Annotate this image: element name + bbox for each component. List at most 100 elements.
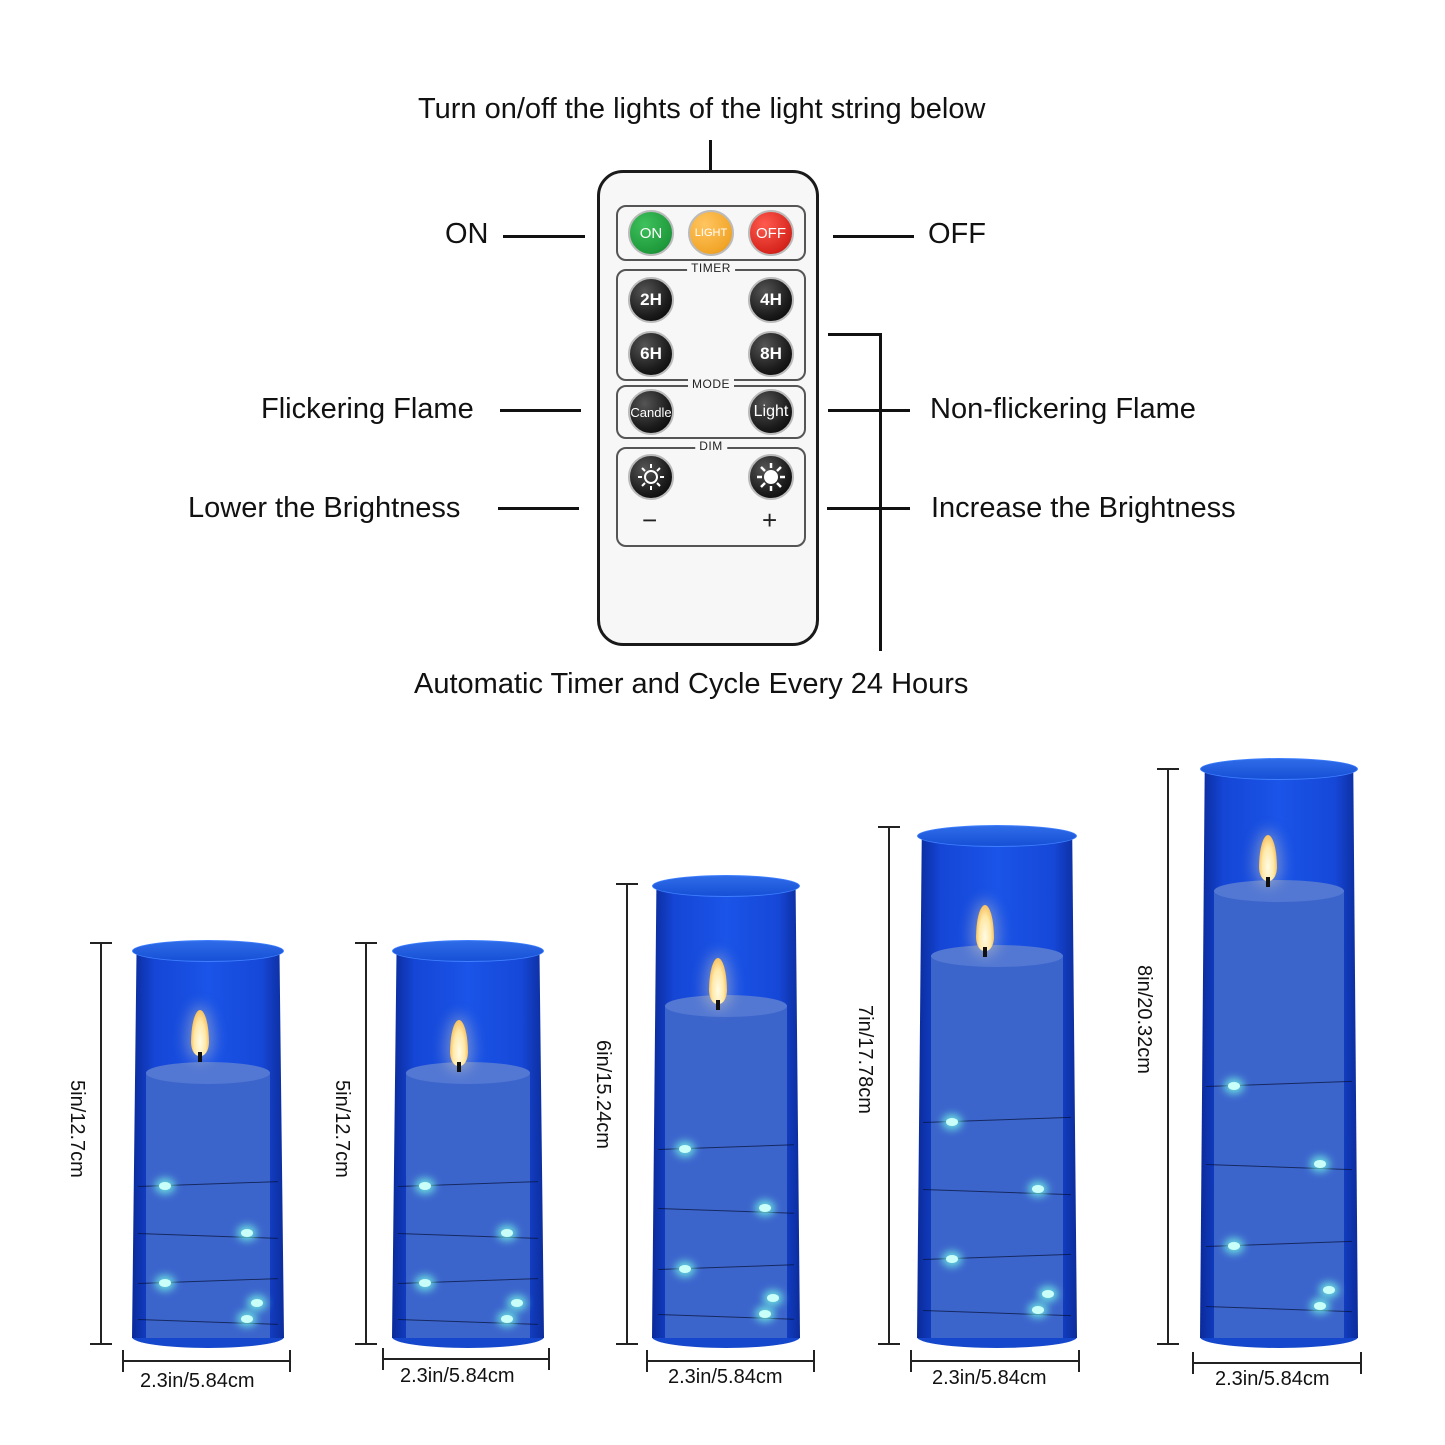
callout-increase-brightness: Increase the Brightness	[931, 492, 1236, 524]
candle-3	[652, 875, 800, 1348]
callout-line-timer-v	[879, 333, 882, 651]
width-label: 2.3in/5.84cm	[932, 1367, 1047, 1389]
mode-label: MODE	[688, 377, 734, 391]
fairy-light-led	[1228, 1242, 1241, 1251]
callout-power-string: Turn on/off the lights of the light stri…	[418, 93, 986, 125]
timer-6h-button[interactable]: 6H	[628, 331, 674, 377]
callout-line-off	[833, 235, 914, 238]
flame-icon	[709, 958, 727, 1004]
flame-icon	[450, 1020, 468, 1066]
timer-4h-button[interactable]: 4H	[748, 277, 794, 323]
timer-2h-button[interactable]: 2H	[628, 277, 674, 323]
width-dimension-line	[122, 1360, 289, 1362]
light-button[interactable]: LIGHT	[688, 210, 734, 256]
candle-wax	[145, 1072, 271, 1338]
timer-8h-button[interactable]: 8H	[748, 331, 794, 377]
candle-rim	[132, 940, 284, 962]
width-label: 2.3in/5.84cm	[140, 1370, 255, 1392]
on-button[interactable]: ON	[628, 210, 674, 256]
height-label: 7in/17.78cm	[854, 1005, 876, 1114]
callout-line-flicker	[500, 409, 581, 412]
fairy-light-led	[501, 1314, 514, 1323]
fairy-light-led	[510, 1298, 523, 1307]
height-label: 6in/15.24cm	[592, 1040, 614, 1149]
sun-dim-icon	[638, 464, 664, 490]
fairy-light-led	[241, 1229, 254, 1238]
dim-down-button[interactable]	[628, 454, 674, 500]
candle-wick	[457, 1062, 461, 1072]
callout-line-on	[503, 235, 585, 238]
fairy-light-led	[1313, 1301, 1326, 1310]
height-dimension-cap	[90, 942, 112, 944]
height-dimension-cap	[355, 942, 377, 944]
width-dimension-line	[646, 1360, 813, 1362]
callout-line-increase	[827, 507, 910, 510]
width-dimension-line	[910, 1360, 1078, 1362]
width-dimension-cap	[382, 1348, 384, 1370]
width-dimension-cap	[646, 1350, 648, 1372]
fairy-light-led	[678, 1265, 691, 1274]
flame-icon	[191, 1010, 209, 1056]
remote-control: ON LIGHT OFF TIMER 2H 4H 6H 8H MODE Cand…	[597, 170, 819, 646]
fairy-light-led	[945, 1117, 958, 1126]
height-label: 8in/20.32cm	[1133, 965, 1155, 1074]
height-dimension-line	[100, 942, 102, 1343]
candle-mode-button[interactable]: Candle	[628, 389, 674, 435]
fairy-light-led	[1323, 1285, 1336, 1294]
fairy-light-led	[1032, 1184, 1045, 1193]
width-dimension-line	[1192, 1362, 1360, 1364]
width-dimension-cap	[289, 1350, 291, 1372]
light-mode-button[interactable]: Light	[748, 389, 794, 435]
candle-wax	[405, 1072, 531, 1338]
height-dimension-cap	[1157, 1343, 1179, 1345]
callout-lower-brightness: Lower the Brightness	[188, 492, 461, 524]
width-dimension-cap	[548, 1348, 550, 1370]
fairy-light-led	[945, 1255, 958, 1264]
callout-flickering-flame: Flickering Flame	[261, 393, 474, 425]
off-button[interactable]: OFF	[748, 210, 794, 256]
callout-line-non-flicker	[828, 409, 910, 412]
fairy-light-led	[1228, 1082, 1241, 1091]
callout-line-timer-h	[828, 333, 880, 336]
height-dimension-cap	[1157, 768, 1179, 770]
dim-up-button[interactable]	[748, 454, 794, 500]
sun-bright-icon	[757, 463, 785, 491]
timer-group: TIMER 2H 4H 6H 8H	[616, 261, 806, 381]
fairy-light-led	[501, 1229, 514, 1238]
power-button-group: ON LIGHT OFF	[616, 205, 806, 261]
height-dimension-cap	[355, 1343, 377, 1345]
height-label: 5in/12.7cm	[66, 1080, 88, 1178]
candle-rim	[392, 940, 544, 962]
candle-wick	[983, 947, 987, 957]
callout-non-flickering-flame: Non-flickering Flame	[930, 393, 1196, 425]
candle-4	[917, 825, 1077, 1348]
candle-5	[1200, 758, 1358, 1348]
candle-wax-top	[405, 1062, 531, 1084]
candle-rim	[1200, 758, 1358, 780]
candle-wax-top	[665, 995, 787, 1017]
minus-sign: −	[642, 505, 658, 535]
dim-label: DIM	[695, 439, 727, 453]
flame-icon	[1259, 835, 1277, 881]
candle-wick	[716, 1000, 720, 1010]
candle-wax-top	[1214, 880, 1344, 902]
candle-rim	[652, 875, 800, 897]
candle-wax	[1214, 890, 1344, 1338]
height-dimension-cap	[878, 1343, 900, 1345]
callout-timer-cycle: Automatic Timer and Cycle Every 24 Hours	[414, 668, 969, 700]
height-label: 5in/12.7cm	[331, 1080, 353, 1178]
height-dimension-line	[626, 883, 628, 1343]
fairy-light-led	[678, 1145, 691, 1154]
timer-label: TIMER	[687, 261, 735, 275]
fairy-light-led	[159, 1278, 172, 1287]
candle-2	[392, 940, 544, 1348]
candle-wax	[931, 955, 1063, 1338]
width-dimension-cap	[1360, 1352, 1362, 1374]
fairy-light-led	[1313, 1159, 1326, 1168]
width-dimension-line	[382, 1358, 548, 1360]
candle-1	[132, 940, 284, 1348]
width-dimension-cap	[813, 1350, 815, 1372]
mode-group: MODE Candle Light	[616, 377, 806, 439]
fairy-light-led	[767, 1293, 780, 1302]
width-label: 2.3in/5.84cm	[668, 1366, 783, 1388]
